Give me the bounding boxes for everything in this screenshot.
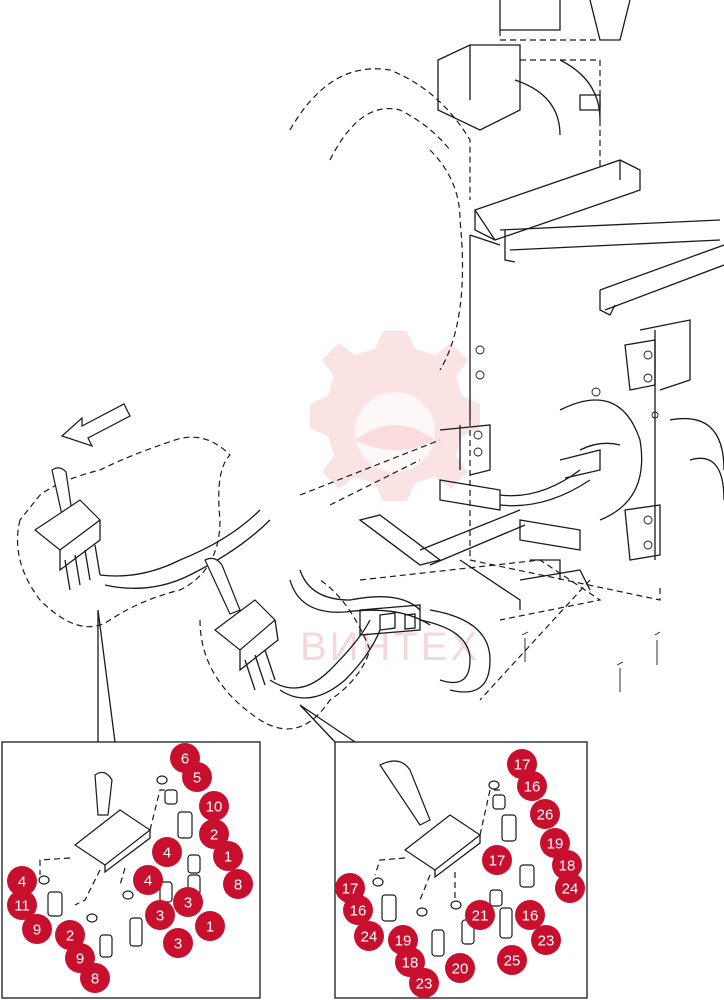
left-callout-5: 5: [182, 762, 212, 792]
left-callout-2: 2: [199, 819, 229, 849]
right-callout-20: 20: [445, 953, 475, 983]
svg-text:19: 19: [395, 933, 412, 950]
left-callout-10: 10: [199, 791, 229, 821]
left-callout-8: 8: [80, 963, 110, 993]
svg-text:23: 23: [538, 933, 555, 950]
svg-text:18: 18: [559, 858, 576, 875]
svg-text:11: 11: [14, 898, 30, 915]
right-joystick: [199, 557, 381, 730]
svg-text:5: 5: [193, 770, 201, 787]
left-joystick: [16, 436, 271, 628]
left-callout-2: 2: [55, 920, 85, 950]
right-callout-21: 21: [465, 900, 495, 930]
svg-text:4: 4: [144, 873, 152, 890]
right-callout-16: 16: [517, 771, 547, 801]
svg-text:19: 19: [547, 836, 564, 853]
svg-text:1: 1: [206, 919, 214, 936]
svg-text:9: 9: [76, 951, 84, 968]
right-detail-drawing: [372, 760, 535, 957]
svg-text:10: 10: [206, 799, 223, 816]
right-callout-26: 26: [530, 799, 560, 829]
left-callout-1: 1: [213, 841, 243, 871]
left-callout-9: 9: [22, 914, 52, 944]
right-callout-23: 23: [409, 968, 439, 998]
left-callout-3: 3: [173, 887, 203, 917]
right-callout-25: 25: [497, 945, 527, 975]
right-callout-24: 24: [354, 921, 384, 951]
svg-text:24: 24: [361, 929, 378, 946]
right-callout-16: 16: [343, 895, 373, 925]
svg-text:20: 20: [452, 961, 469, 978]
svg-text:17: 17: [514, 757, 531, 774]
svg-text:8: 8: [91, 971, 99, 988]
left-callout-1: 1: [195, 911, 225, 941]
right-callout-16: 16: [515, 900, 545, 930]
svg-text:23: 23: [416, 976, 433, 993]
right-callout-18: 18: [552, 850, 582, 880]
svg-text:25: 25: [504, 953, 521, 970]
left-callout-4: 4: [152, 837, 182, 867]
svg-text:6: 6: [181, 751, 189, 768]
svg-text:24: 24: [562, 881, 579, 898]
svg-text:4: 4: [163, 845, 171, 862]
left-callout-8: 8: [223, 869, 253, 899]
left-callout-11: 11: [7, 890, 37, 920]
svg-text:16: 16: [524, 779, 541, 796]
front-arrow-icon: [60, 403, 131, 448]
left-detail-panel: [1, 741, 261, 999]
svg-text:26: 26: [537, 807, 554, 824]
right-callout-17: 17: [482, 845, 512, 875]
left-detail-drawing: [38, 771, 201, 958]
svg-text:4: 4: [18, 874, 26, 891]
svg-text:9: 9: [33, 922, 41, 939]
left-callout-3: 3: [145, 900, 175, 930]
svg-text:21: 21: [472, 908, 489, 925]
right-callout-23: 23: [531, 925, 561, 955]
svg-text:17: 17: [342, 881, 359, 898]
svg-text:18: 18: [402, 955, 419, 972]
svg-text:3: 3: [184, 895, 192, 912]
svg-text:17: 17: [489, 853, 506, 870]
svg-text:8: 8: [234, 877, 242, 894]
right-callout-19: 19: [540, 828, 570, 858]
svg-text:1: 1: [224, 849, 232, 866]
svg-text:2: 2: [210, 827, 218, 844]
svg-text:3: 3: [156, 908, 164, 925]
right-leader: [299, 704, 356, 743]
watermark-logo: [310, 331, 480, 501]
left-callout-3: 3: [163, 928, 193, 958]
svg-text:3: 3: [174, 936, 182, 953]
left-callout-4: 4: [133, 865, 163, 895]
left-callout-4: 4: [7, 866, 37, 896]
svg-text:16: 16: [522, 908, 539, 925]
svg-text:16: 16: [350, 903, 367, 920]
right-callout-24: 24: [555, 873, 585, 903]
right-callouts: 17 16 26 19 17 18 24 17 16 24 21 16 23 19 18 23 20 25: [335, 749, 585, 998]
machine-frame: [289, 0, 724, 701]
svg-text:2: 2: [66, 928, 74, 945]
left-leader: [97, 609, 116, 743]
